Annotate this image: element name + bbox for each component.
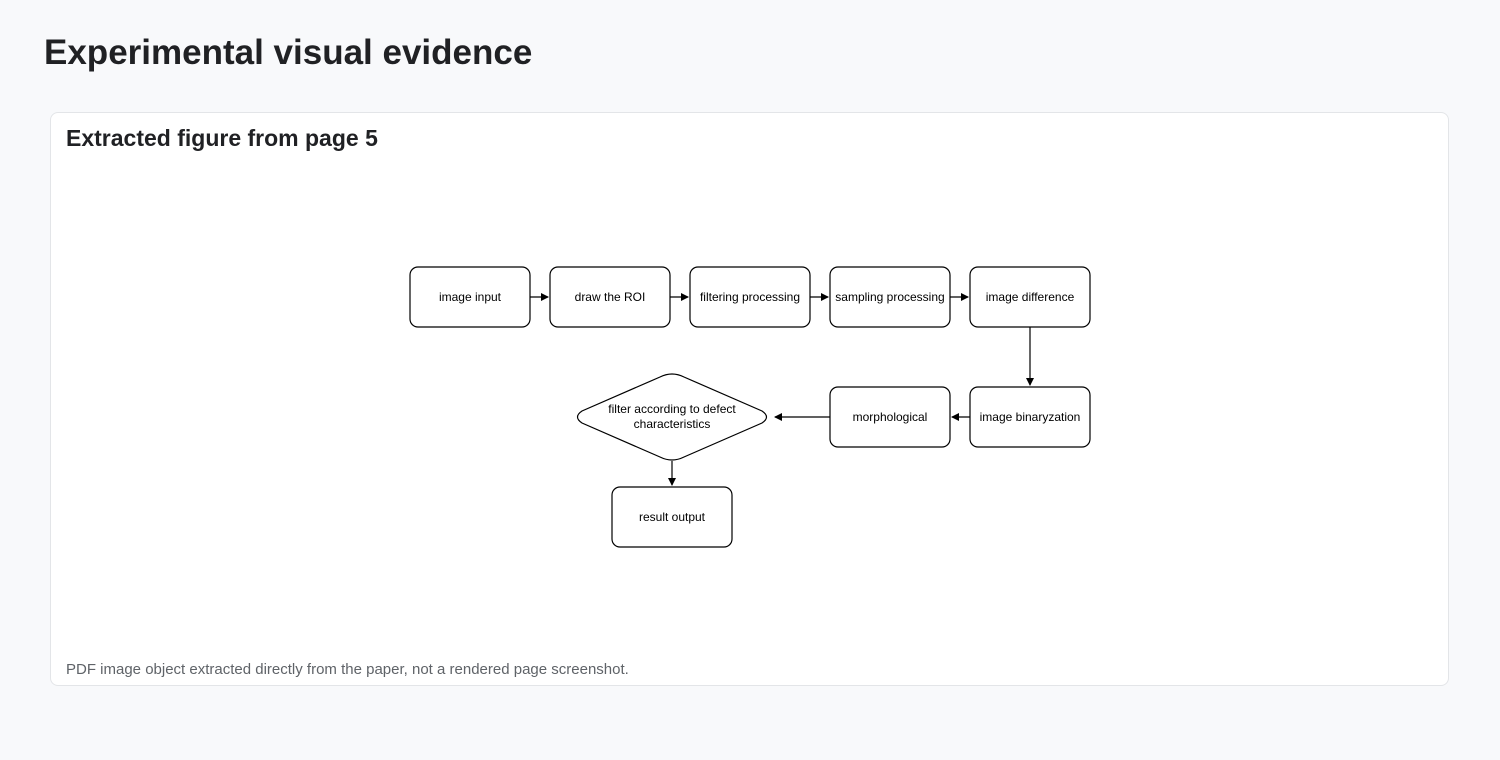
page-title: Experimental visual evidence [44,33,533,72]
flowchart-edges [530,293,1034,486]
node-draw-roi-label: draw the ROI [575,290,646,304]
node-difference-label: image difference [986,290,1075,304]
node-filter-defect: filter according to defect characteristi… [576,373,768,461]
figure-title: Extracted figure from page 5 [66,125,378,151]
flowchart-diagram: image input draw the ROI filtering proce… [409,266,1091,548]
node-filtering: filtering processing [689,266,811,328]
node-draw-roi: draw the ROI [549,266,671,328]
node-morphological: morphological [829,386,951,448]
node-image-input-label: image input [439,290,502,304]
node-sampling: sampling processing [829,266,951,328]
node-morphological-label: morphological [853,410,928,424]
node-sampling-label: sampling processing [835,290,944,304]
node-binaryzation: image binaryzation [969,386,1091,448]
node-filtering-label: filtering processing [700,290,800,304]
node-image-input: image input [409,266,531,328]
node-difference: image difference [969,266,1091,328]
node-result: result output [611,486,733,548]
figure-card: Extracted figure from page 5 image input… [50,112,1449,686]
node-binaryzation-label: image binaryzation [980,410,1081,424]
node-result-label: result output [639,510,706,524]
node-filter-defect-label-line-1: filter according to defect [608,402,736,416]
node-filter-defect-label-line-2: characteristics [634,417,711,431]
figure-caption: PDF image object extracted directly from… [66,661,629,678]
